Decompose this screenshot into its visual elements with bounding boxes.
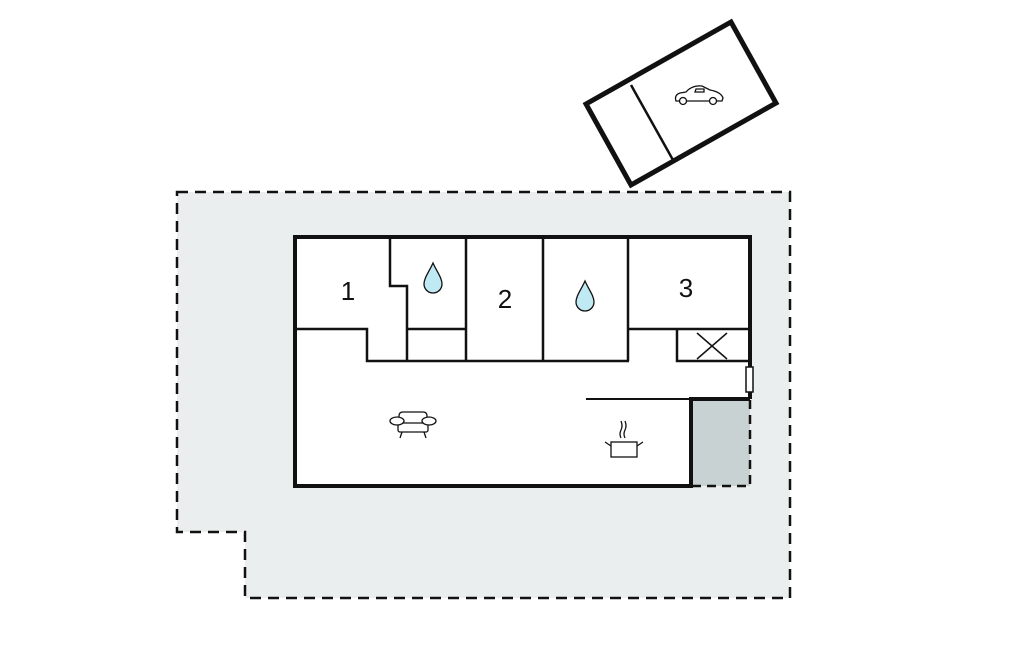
- covered-area: [691, 399, 750, 486]
- carport: [582, 18, 780, 189]
- sofa-icon: [389, 411, 437, 439]
- closet-cross: [696, 332, 728, 360]
- room-label-1: 1: [341, 276, 355, 306]
- car-icon: [674, 85, 724, 106]
- covered-area-dashed-edge: [691, 400, 752, 488]
- door-marker: [745, 366, 754, 393]
- water-drop-icon: [423, 261, 443, 294]
- water-drop-icon: [575, 279, 595, 312]
- inner-walls: [295, 237, 750, 400]
- room-label-2: 2: [498, 284, 512, 314]
- room-label-3: 3: [679, 273, 693, 303]
- cooking-pot-icon: [604, 420, 644, 458]
